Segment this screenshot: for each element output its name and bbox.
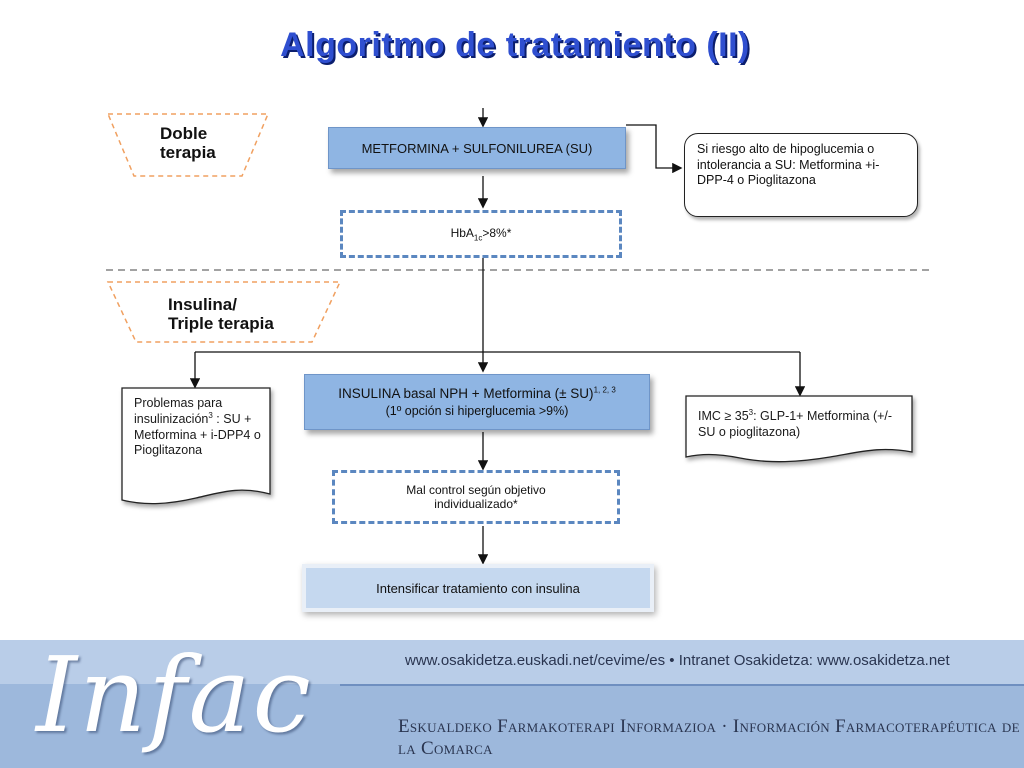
insulina-box: INSULINA basal NPH + Metformina (± SU)1,… — [304, 374, 650, 430]
footer-subtitle: Eskualdeko Farmakoterapi Informazioa · I… — [398, 716, 1020, 759]
stage-label-insulina: Insulina/ Triple terapia — [168, 295, 274, 334]
riesgo-text: Si riesgo alto de hipoglucemia o intoler… — [697, 142, 880, 188]
problemas-shape — [121, 387, 271, 505]
flowchart-connectors — [106, 108, 930, 565]
footer-divider — [340, 684, 1024, 686]
slide-title: Algoritmo de tratamiento (II) — [280, 26, 750, 64]
infac-logo: Infac — [36, 634, 313, 756]
insulina-line1: INSULINA basal NPH + Metformina (± SU)1,… — [338, 385, 616, 402]
imc-shape — [685, 395, 913, 463]
stage-doble-shape — [106, 113, 270, 177]
mal-control-text: Mal control según objetivo individualiza… — [406, 483, 546, 511]
stage-label-doble: Doble terapia — [160, 124, 216, 163]
hba1c-text: HbA1c>8%* — [450, 225, 512, 243]
arrow-to-riesgo — [626, 124, 683, 174]
metformina-su-text: METFORMINA + SULFONILUREA (SU) — [361, 140, 593, 156]
footer-banner: Infac www.osakidetza.euskadi.net/cevime/… — [0, 634, 1024, 768]
footer-top-band — [0, 640, 1024, 684]
stage-insulina-shape — [106, 281, 342, 343]
intensificar-box: Intensificar tratamiento con insulina — [302, 564, 654, 612]
footer-links: www.osakidetza.euskadi.net/cevime/es • I… — [405, 652, 950, 669]
insulina-line2: (1º opción si hiperglucemia >9%) — [385, 403, 569, 418]
riesgo-box: Si riesgo alto de hipoglucemia o intoler… — [684, 133, 918, 217]
intensificar-text: Intensificar tratamiento con insulina — [376, 580, 580, 596]
imc-text: IMC ≥ 353: GLP-1+ Metformina (+/- SU o p… — [698, 408, 893, 440]
metformina-su-box: METFORMINA + SULFONILUREA (SU) — [328, 127, 626, 169]
problemas-text: Problemas para insulinización3 : SU + Me… — [134, 396, 261, 457]
mal-control-box: Mal control según objetivo individualiza… — [332, 470, 620, 524]
hba1c-box: HbA1c>8%* — [340, 210, 622, 258]
